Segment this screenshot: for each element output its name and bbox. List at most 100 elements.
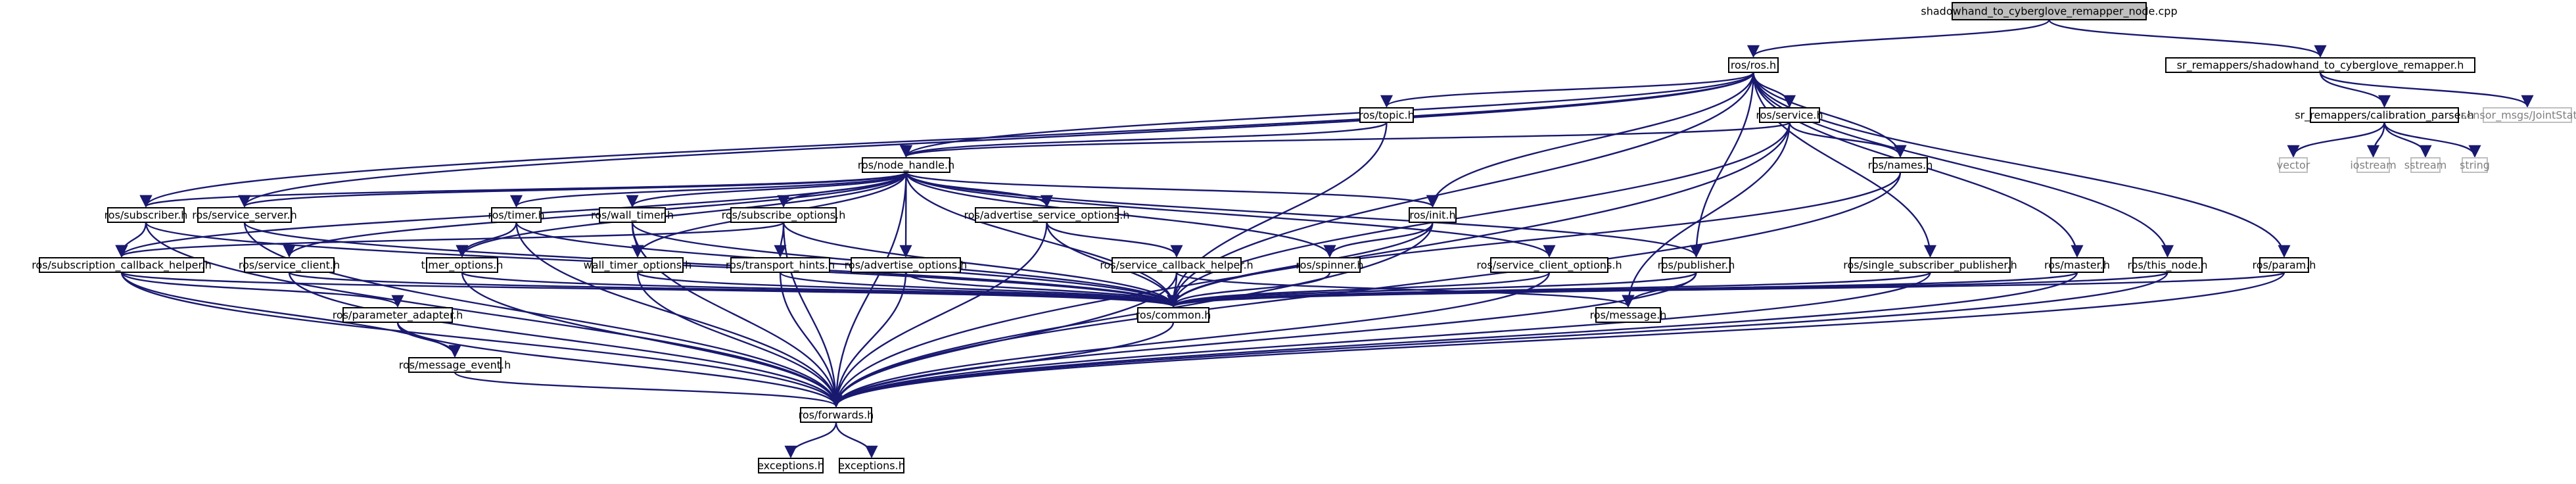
edge-subscription_callback_helper-to-forwards — [120, 272, 843, 408]
node-exceptions2[interactable]: exceptions.h — [838, 458, 905, 473]
edge-ros_ros-to-this_node — [1752, 72, 2174, 258]
node-box-node_handle — [862, 157, 950, 173]
node-box-advertise_service_options — [975, 207, 1119, 223]
edge-service_client_options-to-forwards — [830, 272, 1551, 408]
node-root[interactable]: shadowhand_to_cyberglove_remapper_node.c… — [1921, 2, 2178, 20]
node-label-single_subscriber_publisher: ros/single_subscriber_publisher.h — [1843, 259, 2017, 272]
edge-service_client-to-forwards — [288, 272, 843, 408]
edge-calib-to-string — [2383, 122, 2481, 158]
node-box-service_server — [197, 207, 292, 223]
node-box-subscription_callback_helper — [39, 257, 204, 273]
node-box-exceptions2 — [839, 458, 904, 473]
node-wall_timer[interactable]: ros/wall_timer.h — [591, 207, 674, 223]
edge-param-to-forwards — [830, 272, 2285, 408]
node-advertise_service_options[interactable]: ros/advertise_service_options.h — [964, 207, 1130, 223]
node-wall_timer_options[interactable]: wall_timer_options.h — [584, 257, 692, 273]
edge-topic-to-common — [1167, 122, 1388, 308]
node-service_server[interactable]: ros/service_server.h — [192, 207, 297, 223]
node-service_client[interactable]: ros/service_client.h — [239, 257, 340, 273]
node-box-sstream — [2410, 157, 2441, 173]
edge-ros_ros-to-publisher — [1689, 72, 1754, 258]
edge-node_handle-to-timer_options — [456, 172, 907, 258]
edge-calib-to-iostream — [2366, 122, 2385, 158]
node-box-param — [2259, 257, 2309, 273]
node-topic[interactable]: ros/topic.h — [1359, 107, 1415, 123]
node-label-ros_ros: ros/ros.h — [1731, 59, 1776, 72]
node-box-this_node — [2132, 257, 2203, 273]
node-label-sstream: sstream — [2404, 159, 2447, 172]
edge-node_handle-to-service_client — [283, 172, 907, 258]
edge-subscribe_options-to-forwards — [782, 222, 843, 408]
node-service_callback_helper[interactable]: ros/service_callback_helper.h — [1100, 257, 1253, 273]
node-param[interactable]: ros/param.h — [2253, 257, 2316, 273]
node-label-timer_options: timer_options.h — [421, 259, 503, 272]
edge-parameter_adapter-to-message_event — [396, 322, 461, 358]
node-forwards[interactable]: ros/forwards.h — [799, 407, 874, 423]
node-label-exceptions2: exceptions.h — [838, 460, 905, 472]
edge-service_server-to-common — [243, 222, 1180, 308]
node-jointstate: sensor_msgs/JointState.h — [2461, 107, 2576, 123]
node-box-advertise_options — [851, 257, 961, 273]
node-box-calib — [2310, 107, 2459, 123]
node-service[interactable]: ros/service.h — [1756, 107, 1823, 123]
node-calib[interactable]: sr_remappers/calibration_parser.h — [2295, 107, 2474, 123]
node-subscriber[interactable]: ros/subscriber.h — [105, 207, 188, 223]
node-label-service_callback_helper: ros/service_callback_helper.h — [1100, 259, 1253, 272]
edge-advertise_options-to-forwards — [830, 272, 907, 408]
node-label-spinner: ros/spinner.h — [1296, 259, 1363, 272]
node-box-timer_options — [426, 257, 498, 273]
node-timer[interactable]: ros/timer.h — [488, 207, 545, 223]
node-box-service_client — [244, 257, 335, 273]
node-ros_ros[interactable]: ros/ros.h — [1728, 57, 1779, 73]
node-label-forwards: ros/forwards.h — [799, 409, 874, 422]
edge-advertise_options-to-common — [904, 272, 1180, 308]
node-transport_hints[interactable]: ros/transport_hints.h — [726, 257, 835, 273]
edge-node_handle-to-common — [905, 172, 1180, 308]
node-message[interactable]: ros/message.h — [1590, 307, 1667, 323]
edge-transport_hints-to-forwards — [779, 272, 843, 408]
node-master[interactable]: ros/master.h — [2044, 257, 2110, 273]
node-names[interactable]: ros/names.h — [1868, 157, 1933, 173]
node-common[interactable]: ros/common.h — [1136, 307, 1211, 323]
node-label-parameter_adapter: ros/parameter_adapter.h — [333, 309, 463, 322]
node-sstream: sstream — [2404, 157, 2447, 173]
node-publisher[interactable]: ros/publisher.h — [1658, 257, 1735, 273]
node-single_subscriber_publisher[interactable]: ros/single_subscriber_publisher.h — [1843, 257, 2017, 273]
edge-calib-to-vector — [2287, 122, 2385, 158]
node-label-timer: ros/timer.h — [488, 209, 544, 222]
node-label-jointstate: sensor_msgs/JointState.h — [2461, 109, 2576, 122]
node-box-string — [2462, 157, 2488, 173]
node-label-service_server: ros/service_server.h — [192, 209, 296, 222]
node-box-topic — [1359, 107, 1414, 123]
node-exceptions1[interactable]: exceptions.h — [757, 458, 824, 473]
node-label-topic: ros/topic.h — [1359, 109, 1414, 122]
node-box-publisher — [1662, 257, 1731, 273]
node-message_event[interactable]: ros/message_event.h — [399, 357, 511, 373]
node-label-advertise_service_options: ros/advertise_service_options.h — [964, 209, 1130, 222]
node-box-spinner — [1299, 257, 1361, 273]
node-spinner[interactable]: ros/spinner.h — [1296, 257, 1364, 273]
node-this_node[interactable]: ros/this_node.h — [2127, 257, 2208, 273]
edge-ros_ros-to-init — [1426, 72, 1754, 208]
node-box-vector — [2279, 157, 2308, 173]
node-parameter_adapter[interactable]: ros/parameter_adapter.h — [333, 307, 463, 323]
edge-forwards-to-exceptions1 — [784, 422, 837, 458]
node-label-exceptions1: exceptions.h — [757, 460, 824, 472]
node-label-subscriber: ros/subscriber.h — [105, 209, 188, 222]
node-box-names — [1873, 157, 1928, 173]
node-box-service_callback_helper — [1112, 257, 1242, 273]
node-advertise_options[interactable]: ros/advertise_options.h — [845, 257, 968, 273]
node-label-common: ros/common.h — [1136, 309, 1211, 322]
node-service_client_options[interactable]: ros/service_client_options.h — [1476, 257, 1622, 273]
node-timer_options[interactable]: timer_options.h — [421, 257, 503, 273]
edge-node_handle-to-timer — [510, 171, 907, 208]
node-init[interactable]: ros/init.h — [1409, 207, 1457, 223]
edge-layer — [115, 19, 2534, 458]
node-box-transport_hints — [730, 257, 830, 273]
edge-wall_timer_options-to-common — [636, 271, 1180, 308]
node-subscribe_options[interactable]: ros/subscribe_options.h — [722, 207, 846, 223]
node-remapper[interactable]: sr_remappers/shadowhand_to_cyberglove_re… — [2165, 57, 2475, 73]
node-label-transport_hints: ros/transport_hints.h — [726, 259, 835, 272]
node-subscription_callback_helper[interactable]: ros/subscription_callback_helper.h — [32, 257, 212, 273]
node-node_handle[interactable]: ros/node_handle.h — [858, 157, 954, 173]
